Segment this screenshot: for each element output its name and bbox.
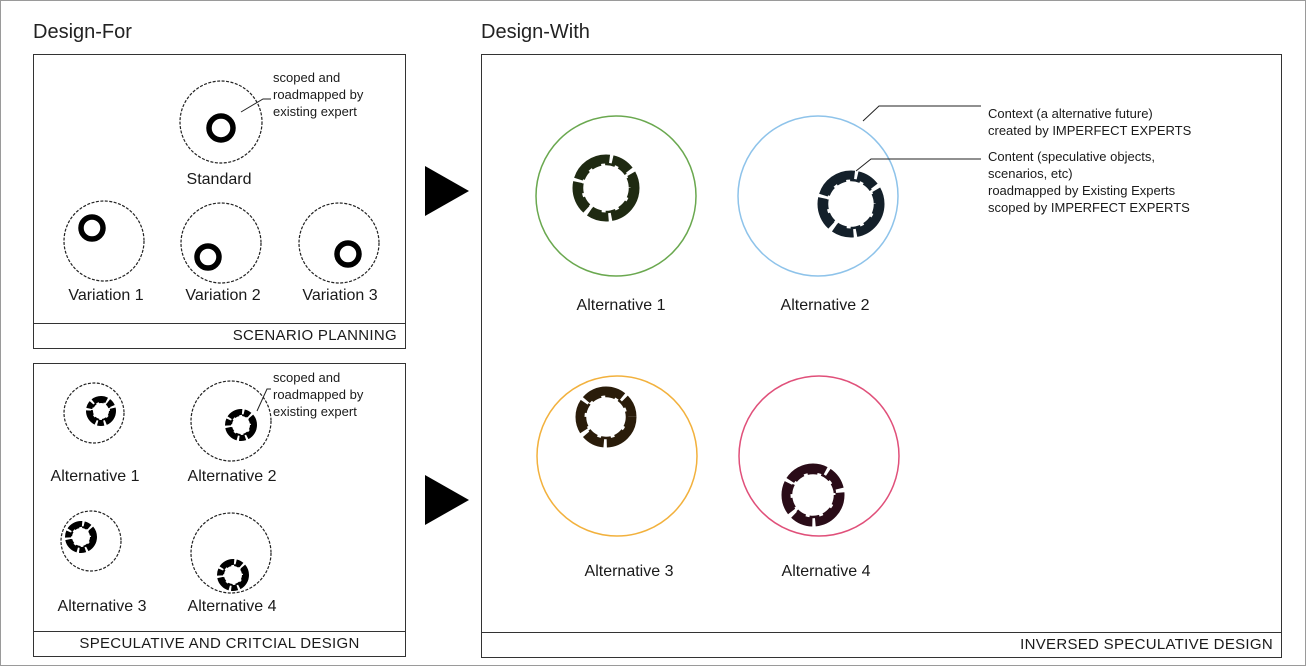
inversed-speculative-panel: INVERSED SPECULATIVE DESIGN	[481, 54, 1282, 658]
context-note-line-1: Context (a alternative future)	[988, 106, 1153, 121]
sc-alternative-2-label: Alternative 2	[187, 468, 277, 485]
dw-alternative-2-label: Alternative 2	[780, 297, 870, 314]
standard-label: Standard	[186, 171, 252, 188]
arrow-bottom-icon	[425, 475, 469, 525]
speculative-note-line-3: existing expert	[273, 404, 357, 419]
sc-alternative-3-label: Alternative 3	[57, 598, 147, 615]
scenario-note-line-3: existing expert	[273, 104, 357, 119]
content-note-line-1: Content (speculative objects,	[988, 149, 1155, 164]
sc-alternative-1-label: Alternative 1	[50, 468, 140, 485]
scenario-note-line-2: roadmapped by	[273, 87, 364, 102]
context-note-line-2: created by IMPERFECT EXPERTS	[988, 123, 1192, 138]
scenario-note: scoped and roadmapped by existing expert	[273, 69, 363, 120]
speculative-critical-panel: SPECULATIVE AND CRITCIAL DESIGN	[33, 363, 406, 657]
content-note-line-3: roadmapped by Existing Experts	[988, 183, 1176, 198]
content-note-line-2: scenarios, etc)	[988, 166, 1073, 181]
speculative-note-line-1: scoped and	[273, 370, 341, 385]
sc-alternative-4-label: Alternative 4	[187, 598, 277, 615]
speculative-note-line-2: roadmapped by	[273, 387, 364, 402]
context-note: Context (a alternative future) created b…	[988, 105, 1191, 139]
scenario-planning-panel: SCENARIO PLANNING	[33, 54, 406, 349]
design-for-title: Design-For	[33, 21, 132, 43]
speculative-note: scoped and roadmapped by existing expert	[273, 369, 363, 420]
dw-alternative-1-label: Alternative 1	[576, 297, 666, 314]
variation-3-label: Variation 3	[302, 287, 378, 304]
inversed-speculative-footer: INVERSED SPECULATIVE DESIGN	[482, 632, 1281, 657]
scenario-planning-footer: SCENARIO PLANNING	[34, 323, 405, 348]
content-note: Content (speculative objects, scenarios,…	[988, 148, 1190, 216]
design-with-title: Design-With	[481, 21, 590, 43]
variation-2-label: Variation 2	[185, 287, 261, 304]
speculative-critical-footer: SPECULATIVE AND CRITCIAL DESIGN	[34, 631, 405, 656]
dw-alternative-4-label: Alternative 4	[781, 563, 871, 580]
dw-alternative-3-label: Alternative 3	[584, 563, 674, 580]
variation-1-label: Variation 1	[68, 287, 144, 304]
content-note-line-4: scoped by IMPERFECT EXPERTS	[988, 200, 1190, 215]
arrow-top-icon	[425, 166, 469, 216]
scenario-note-line-1: scoped and	[273, 70, 341, 85]
